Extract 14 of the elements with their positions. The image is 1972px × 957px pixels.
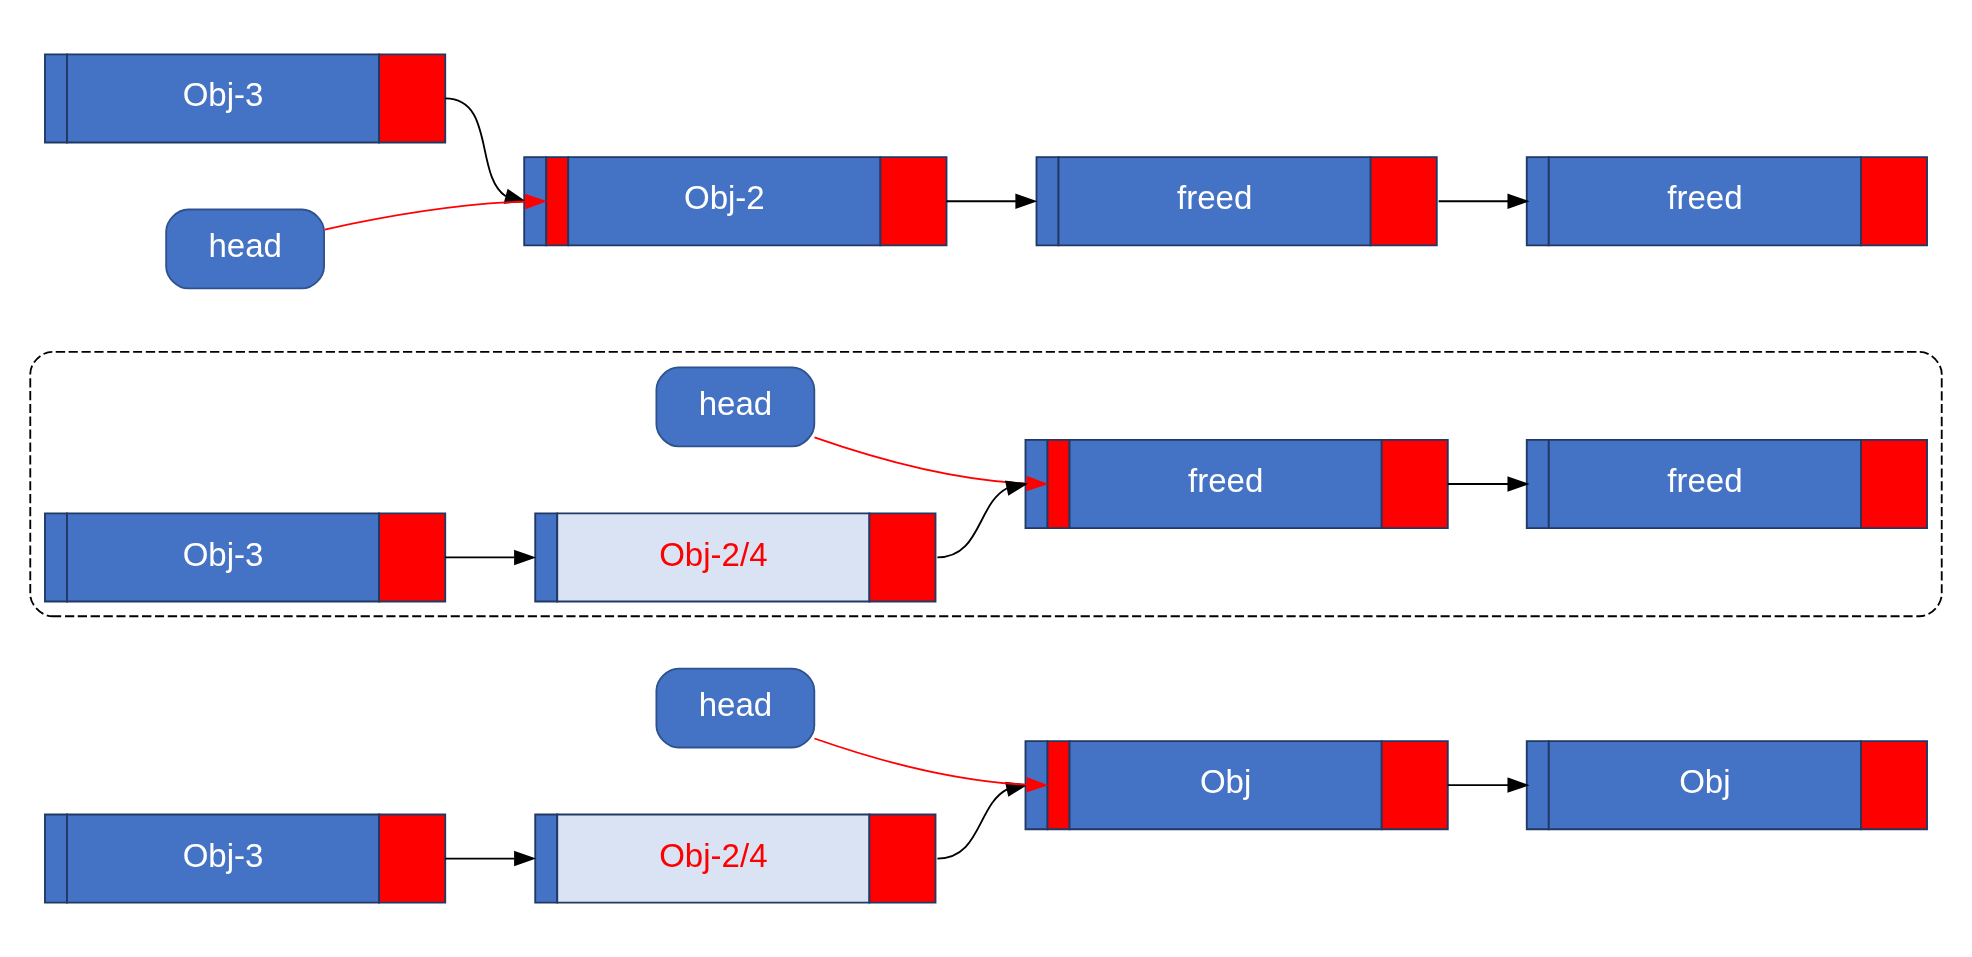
arrow [945, 193, 1038, 209]
arrow [444, 850, 537, 867]
arrow [813, 737, 1049, 793]
arrow [936, 480, 1029, 559]
arrow [813, 436, 1049, 492]
node-box: head [165, 208, 325, 290]
arrow [444, 549, 537, 566]
arrow [323, 193, 548, 231]
cluster [29, 350, 1943, 618]
arrow [1446, 777, 1530, 793]
arrow [1437, 193, 1530, 209]
node-box: head [655, 366, 816, 448]
arrow [1446, 476, 1530, 492]
node-box: head [655, 667, 816, 749]
